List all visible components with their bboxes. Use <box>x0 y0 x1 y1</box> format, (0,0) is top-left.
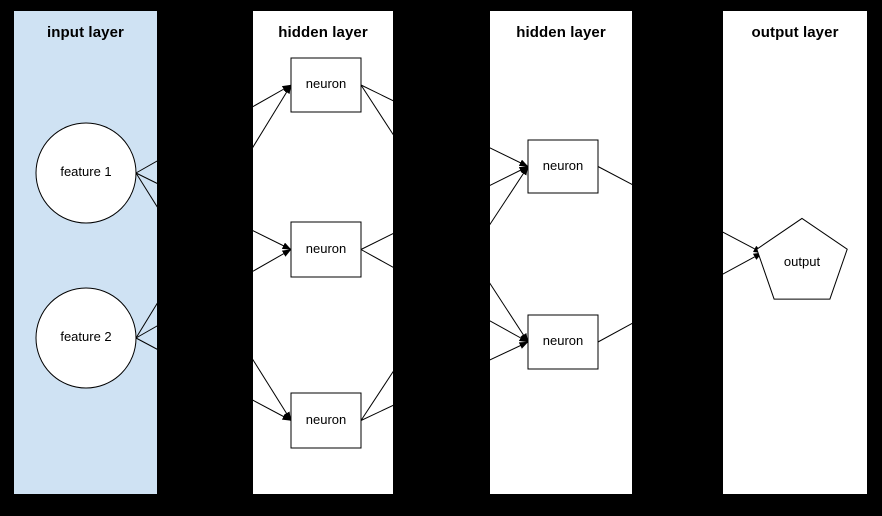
layer-panel-input: input layer <box>13 10 158 495</box>
node-rectangle[interactable] <box>290 221 362 278</box>
node-rectangle[interactable] <box>527 314 599 370</box>
layer-title-hidden-1: hidden layer <box>278 24 368 41</box>
node-rectangle[interactable] <box>527 139 599 194</box>
layer-title-input: input layer <box>47 24 124 41</box>
layer-title-output: output layer <box>751 24 839 41</box>
node-circle[interactable] <box>35 122 137 224</box>
layer-title-hidden-2: hidden layer <box>516 24 606 41</box>
node-pentagon[interactable] <box>756 217 848 300</box>
node-rectangle[interactable] <box>290 57 362 113</box>
node-circle[interactable] <box>35 287 137 389</box>
node-rectangle[interactable] <box>290 392 362 449</box>
